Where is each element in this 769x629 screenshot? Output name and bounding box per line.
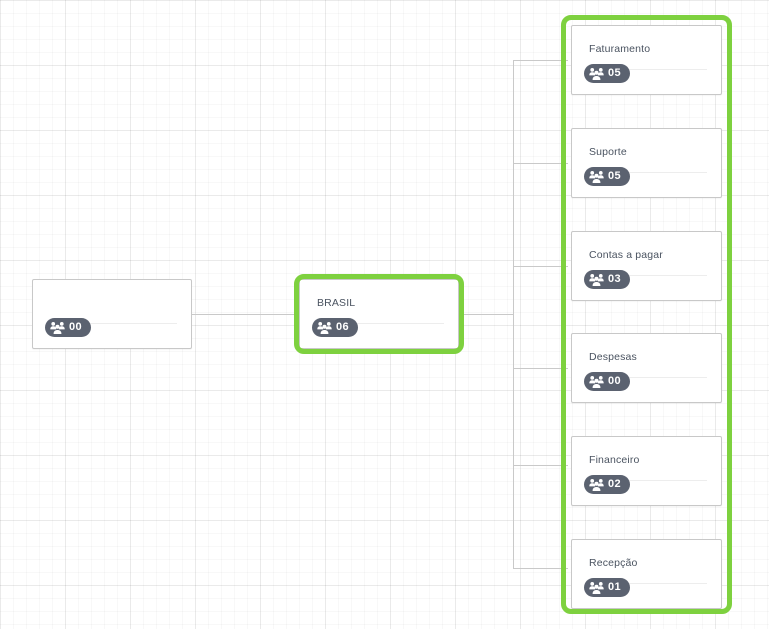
node-contas-a-pagar-title: Contas a pagar [589,249,663,261]
node-recepcao[interactable]: Recepção 01 [571,539,722,609]
users-group-icon [50,322,65,334]
node-despesas-title: Despesas [589,351,637,363]
node-faturamento[interactable]: Faturamento 05 [571,25,722,95]
node-brasil-title: BRASIL [317,297,356,309]
node-brasil-divider [314,323,444,324]
node-recepcao-divider [586,583,707,584]
node-faturamento-title: Faturamento [589,43,651,55]
node-suporte-divider [586,172,707,173]
departments-group-outline [561,15,732,614]
node-contas-a-pagar[interactable]: Contas a pagar 03 [571,231,722,301]
connector-branch-faturamento [513,60,568,61]
users-group-icon [317,322,332,334]
node-root-member-count: 00 [69,321,83,333]
node-brasil-member-badge[interactable]: 06 [312,318,359,337]
node-despesas[interactable]: Despesas 00 [571,333,722,403]
node-financeiro-divider [586,480,707,481]
connector-branch-recepcao [513,568,568,569]
node-recepcao-title: Recepção [589,557,638,569]
connector-brasil-to-trunk [459,314,514,315]
node-financeiro-member-count: 02 [608,478,622,490]
node-brasil[interactable]: BRASIL 06 [299,279,459,349]
node-despesas-divider [586,377,707,378]
node-contas-a-pagar-member-count: 03 [608,273,622,285]
node-suporte[interactable]: Suporte 05 [571,128,722,198]
connector-trunk [513,60,514,569]
node-contas-a-pagar-member-badge[interactable]: 03 [584,270,631,289]
node-suporte-title: Suporte [589,146,627,158]
users-group-icon [589,274,604,286]
connector-branch-financeiro [513,465,568,466]
node-despesas-member-badge[interactable]: 00 [584,372,631,391]
node-contas-a-pagar-divider [586,275,707,276]
node-suporte-member-badge[interactable]: 05 [584,167,631,186]
connector-branch-despesas [513,368,568,369]
node-recepcao-member-count: 01 [608,581,622,593]
node-root[interactable]: 00 [32,279,192,349]
node-financeiro-member-badge[interactable]: 02 [584,475,631,494]
users-group-icon [589,376,604,388]
node-faturamento-divider [586,69,707,70]
node-recepcao-member-badge[interactable]: 01 [584,578,631,597]
node-brasil-member-count: 06 [336,321,350,333]
node-faturamento-member-badge[interactable]: 05 [584,64,631,83]
users-group-icon [589,68,604,80]
node-financeiro[interactable]: Financeiro 02 [571,436,722,506]
connector-root-to-brasil [192,314,299,315]
users-group-icon [589,479,604,491]
node-despesas-member-count: 00 [608,375,622,387]
users-group-icon [589,582,604,594]
connector-branch-suporte [513,163,568,164]
node-suporte-member-count: 05 [608,170,622,182]
node-financeiro-title: Financeiro [589,454,640,466]
node-faturamento-member-count: 05 [608,67,622,79]
users-group-icon [589,171,604,183]
connector-branch-contas-a-pagar [513,266,568,267]
node-root-divider [47,323,177,324]
node-root-member-badge[interactable]: 00 [45,318,92,337]
